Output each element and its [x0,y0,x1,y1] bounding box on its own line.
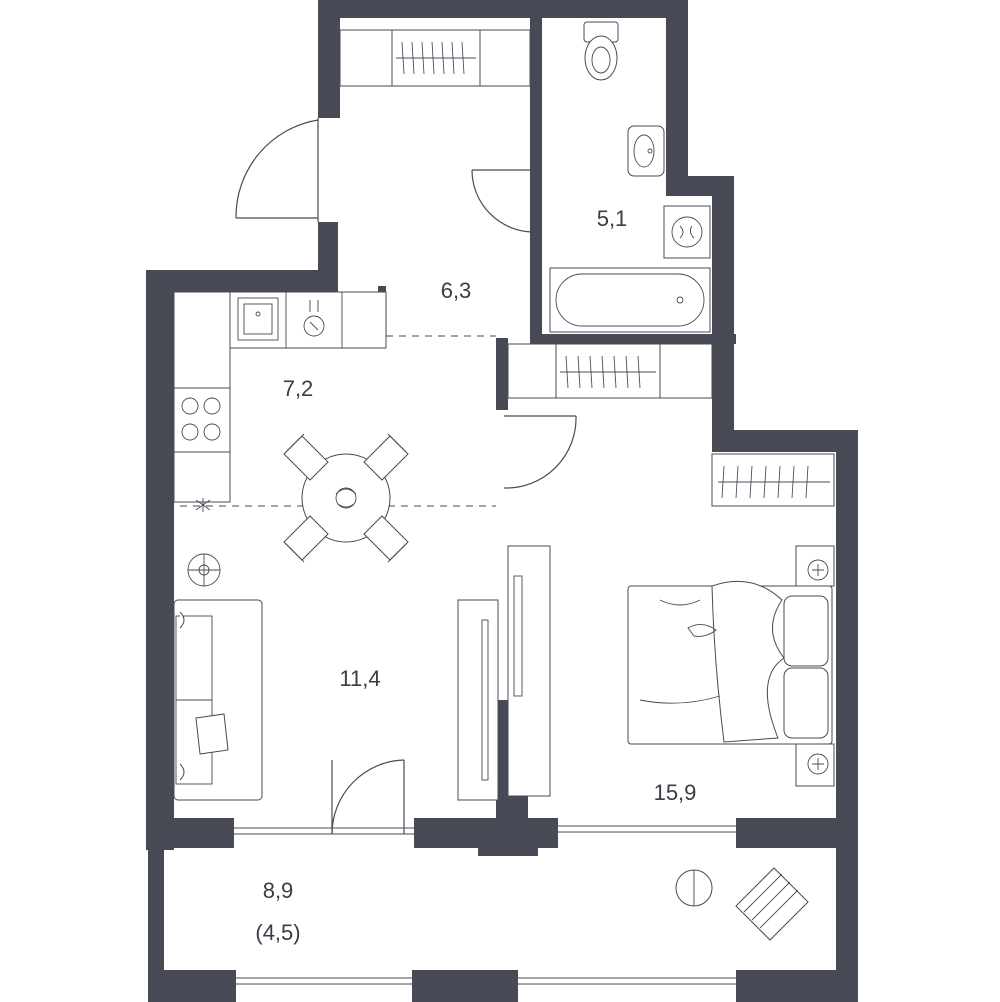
tv-icon [507,545,551,797]
kitchen-counter [173,291,387,503]
bathtub-icon [549,267,711,333]
kitchen-sink-icon [237,297,279,341]
wardrobe-icon [711,453,835,507]
table-icon [301,453,391,543]
room-area-balcony-sub: (4,5) [255,920,300,945]
sink-icon [627,125,665,177]
room-area-hall: 6,3 [441,278,472,303]
nightstand-icon [795,545,835,587]
faucet-icon [303,300,325,337]
walls [146,0,858,1002]
toilet-icon [583,21,619,81]
room-area-bathroom: 5,1 [597,206,628,231]
window-icon [234,825,736,985]
nightstand-icon [795,743,835,787]
tv-icon [457,599,499,801]
outlet-icon [195,498,211,512]
room-area-kitchen: 7,2 [283,376,314,401]
chair-icon [363,433,409,481]
chair-icon [283,433,329,481]
room-area-balcony: 8,9 [263,878,294,903]
door-icon [235,118,319,222]
bed-icon [627,580,833,745]
stove-icon [181,397,221,441]
floor-vent-icon [187,553,221,587]
washing-machine-icon [663,205,711,259]
door-icon [331,759,405,835]
deck-chair-icon [735,867,809,941]
room-area-living: 11,4 [339,666,380,691]
sofa-icon [173,599,263,801]
chair-icon [283,515,329,563]
room-area-bedroom: 15,9 [654,780,697,805]
chair-icon [363,515,409,563]
wardrobe-icon [339,29,531,87]
wardrobe-icon [507,343,713,399]
balcony-table-icon [675,869,713,907]
door-icon [503,415,577,489]
door-icon [471,169,535,233]
